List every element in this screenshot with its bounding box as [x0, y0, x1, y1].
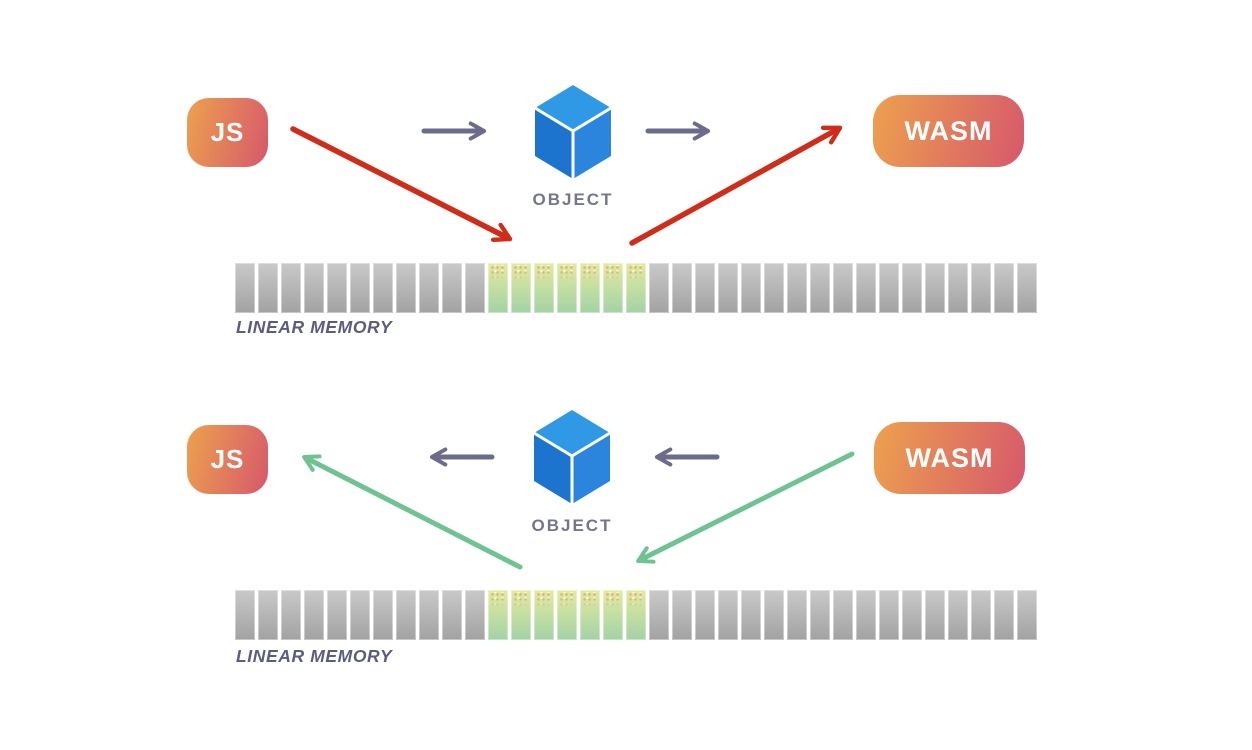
memory-cell: [258, 263, 278, 313]
memory-cell: [948, 590, 968, 640]
memory-cell: [879, 263, 899, 313]
memory-cell: [373, 263, 393, 313]
memory-cell-highlighted: [488, 263, 508, 313]
memory-cell-highlighted: [534, 590, 554, 640]
memory-cell: [971, 590, 991, 640]
memory-cell: [833, 263, 853, 313]
memory-cell: [994, 590, 1014, 640]
memory-cell: [304, 590, 324, 640]
object-label-bottom: OBJECT: [531, 516, 613, 535]
arrow-js-to-memory: [290, 126, 513, 242]
memory-cell: [350, 263, 370, 313]
memory-cell: [672, 263, 692, 313]
js-badge: JS: [187, 98, 268, 167]
memory-cell-highlighted: [557, 263, 577, 313]
memory-cell: [281, 590, 301, 640]
memory-cell: [695, 590, 715, 640]
memory-cell-highlighted: [580, 590, 600, 640]
memory-cell: [419, 590, 439, 640]
js-badge-bottom: JS: [187, 425, 268, 494]
js-badge-label: JS: [210, 117, 245, 147]
memory-cell: [465, 263, 485, 313]
memory-cell: [741, 590, 761, 640]
object-label: OBJECT: [532, 190, 614, 209]
cube-edges: [533, 106, 613, 181]
memory-cell-highlighted: [557, 590, 577, 640]
wasm-badge-label: WASM: [905, 442, 994, 473]
memory-cell: [281, 263, 301, 313]
memory-cell-highlighted: [534, 263, 554, 313]
js-badge-label: JS: [210, 444, 245, 474]
memory-cell: [672, 590, 692, 640]
memory-cell: [833, 590, 853, 640]
memory-cell: [327, 590, 347, 640]
memory-cell: [787, 590, 807, 640]
memory-cell: [741, 263, 761, 313]
memory-cell: [925, 263, 945, 313]
memory-cell: [971, 263, 991, 313]
memory-cell-highlighted: [603, 590, 623, 640]
memory-cell: [465, 590, 485, 640]
memory-cell-highlighted: [511, 263, 531, 313]
memory-cell: [649, 590, 669, 640]
memory-cell: [994, 263, 1014, 313]
memory-cell: [764, 263, 784, 313]
memory-label-bottom: LINEAR MEMORY: [236, 646, 393, 666]
memory-cell: [258, 590, 278, 640]
memory-cell: [856, 590, 876, 640]
object-cube-icon-bottom: [532, 410, 612, 506]
memory-cell: [787, 263, 807, 313]
memory-cell: [764, 590, 784, 640]
memory-cell-highlighted: [626, 590, 646, 640]
memory-cell: [327, 263, 347, 313]
wasm-badge-bottom: WASM: [874, 422, 1025, 494]
object-cube-icon: [533, 85, 613, 181]
arrow-memory-to-wasm: [629, 125, 843, 246]
memory-cell: [442, 263, 462, 313]
memory-cell-highlighted: [603, 263, 623, 313]
memory-cell: [396, 590, 416, 640]
memory-cell: [373, 590, 393, 640]
memory-cell-highlighted: [580, 263, 600, 313]
cube-edges: [532, 431, 612, 506]
memory-cell: [419, 263, 439, 313]
memory-cell: [810, 590, 830, 640]
memory-cell: [810, 263, 830, 313]
arrow-wasm-to-memory: [636, 451, 855, 564]
memory-cell: [235, 590, 255, 640]
memory-cell: [902, 263, 922, 313]
memory-cell: [925, 590, 945, 640]
arrow-memory-to-js: [302, 454, 523, 570]
memory-cell: [350, 590, 370, 640]
memory-label: LINEAR MEMORY: [236, 317, 393, 337]
memory-cell: [948, 263, 968, 313]
memory-bar-bottom: [235, 590, 1037, 640]
memory-cell: [1017, 263, 1037, 313]
memory-cell: [718, 590, 738, 640]
memory-cell: [695, 263, 715, 313]
memory-cell: [1017, 590, 1037, 640]
memory-cell-highlighted: [488, 590, 508, 640]
memory-cell: [902, 590, 922, 640]
memory-cell: [442, 590, 462, 640]
memory-cell-highlighted: [626, 263, 646, 313]
memory-cell: [856, 263, 876, 313]
memory-cell: [879, 590, 899, 640]
wasm-badge: WASM: [873, 95, 1024, 167]
memory-cell: [396, 263, 416, 313]
memory-cell: [304, 263, 324, 313]
memory-bar: [235, 263, 1037, 313]
memory-cell-highlighted: [511, 590, 531, 640]
memory-cell: [235, 263, 255, 313]
memory-cell: [649, 263, 669, 313]
wasm-badge-label: WASM: [904, 115, 993, 146]
memory-cell: [718, 263, 738, 313]
